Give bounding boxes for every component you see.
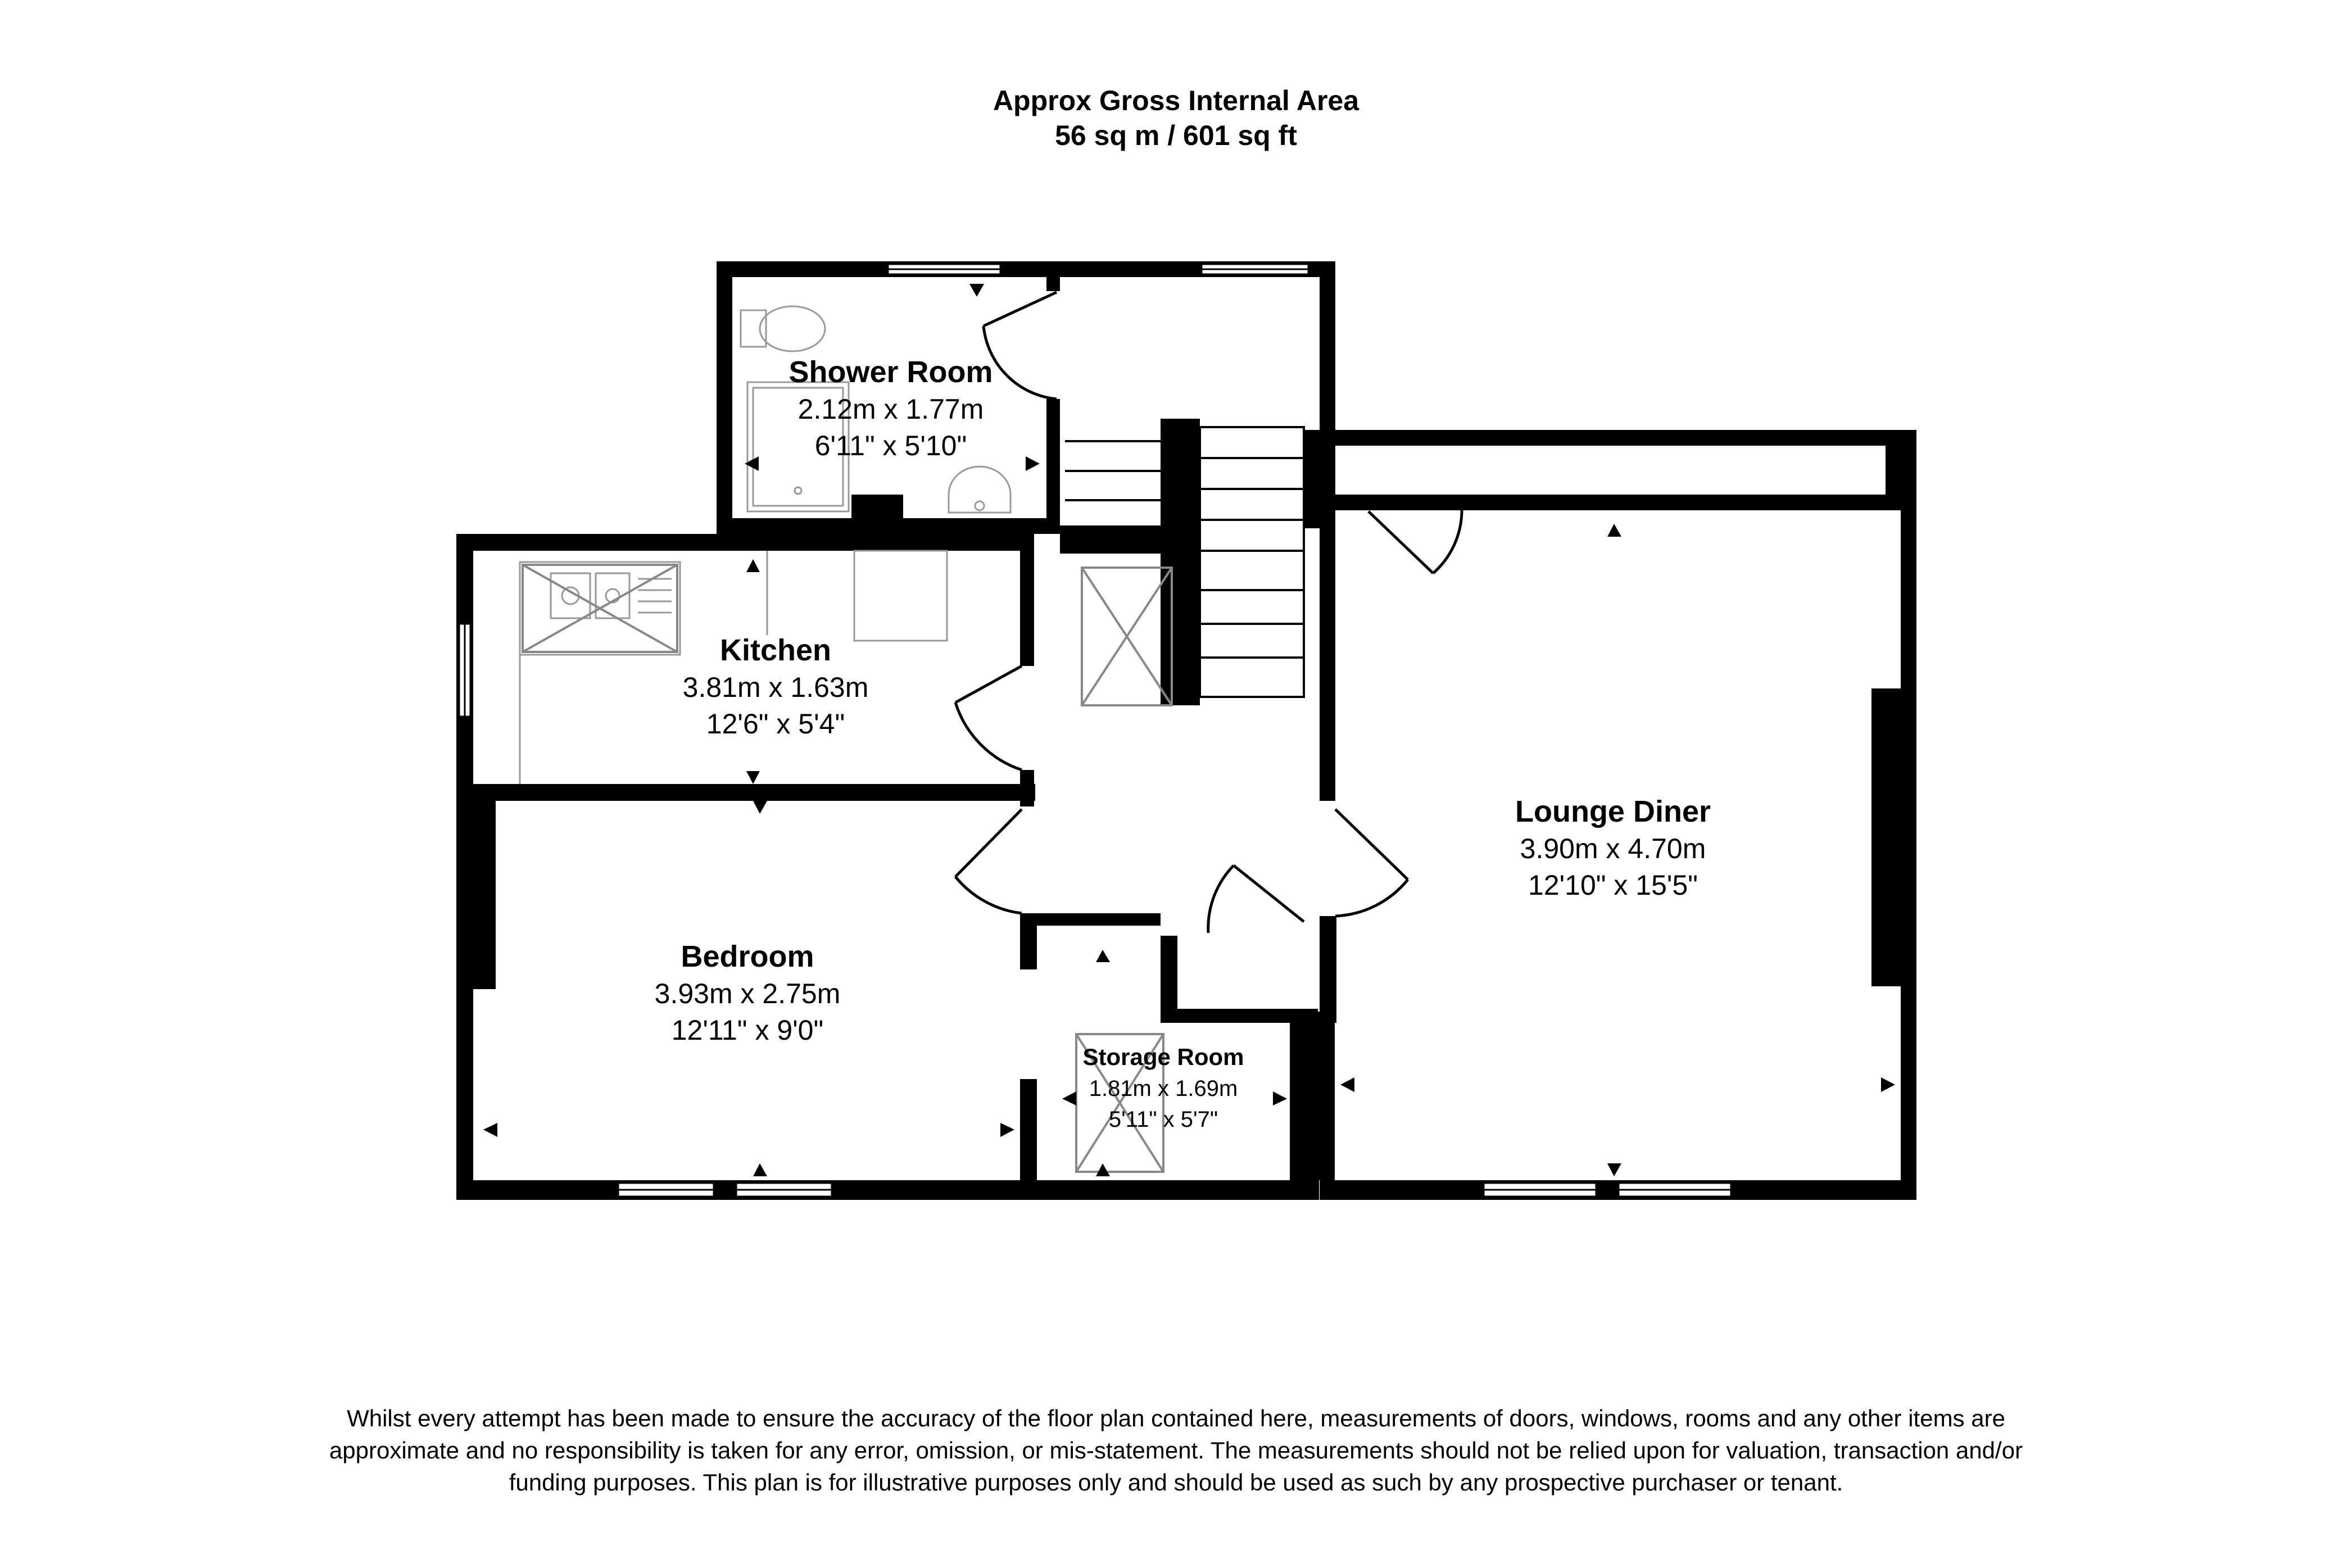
- room-imperial-shower-room: 6'11" x 5'10": [815, 430, 967, 461]
- cupboards: [522, 564, 1173, 1173]
- door-shower: [982, 291, 1058, 401]
- room-imperial-storage-room: 5'11" x 5'7": [1109, 1107, 1218, 1132]
- room-label-shower-room: Shower Room 2.12m x 1.77m 6'11" x 5'10": [788, 355, 993, 461]
- disclaimer-text: Whilst every attempt has been made to en…: [329, 1405, 2023, 1496]
- sink-fixture: [550, 572, 672, 619]
- cupboard-hall: [1081, 567, 1173, 706]
- stairs: [1065, 426, 1305, 698]
- dimension-arrows: [483, 284, 1895, 1176]
- window-shower-top: [887, 263, 1001, 275]
- room-imperial-bedroom: 12'11" x 9'0": [672, 1014, 824, 1046]
- room-imperial-kitchen: 12'6" x 5'4": [706, 708, 845, 740]
- room-metric-bedroom: 3.93m x 2.75m: [655, 978, 841, 1009]
- room-name-storage-room: Storage Room: [1082, 1044, 1244, 1070]
- basin-fixture: [948, 465, 1012, 514]
- room-metric-shower-room: 2.12m x 1.77m: [798, 393, 984, 425]
- doors: [954, 291, 1463, 933]
- cupboard-kitchen: [522, 564, 678, 653]
- room-metric-storage-room: 1.81m x 1.69m: [1089, 1076, 1238, 1101]
- window-bedroom-bottom: [617, 1182, 833, 1198]
- room-name-shower-room: Shower Room: [788, 355, 993, 389]
- door-bedroom: [954, 808, 1023, 915]
- door-storage: [1207, 864, 1305, 933]
- area-header: Approx Gross Internal Area 56 sq m / 601…: [0, 83, 2352, 153]
- window-hall-top: [1200, 263, 1309, 275]
- room-label-bedroom: Bedroom 3.93m x 2.75m 12'11" x 9'0": [655, 940, 841, 1046]
- window-lounge-bottom: [1483, 1182, 1732, 1198]
- door-lounge-top: [1367, 500, 1463, 574]
- room-imperial-lounge-diner: 12'10" x 15'5": [1528, 869, 1698, 901]
- toilet-fixture: [740, 305, 826, 352]
- room-name-lounge-diner: Lounge Diner: [1515, 795, 1711, 828]
- room-label-kitchen: Kitchen 3.81m x 1.63m 12'6" x 5'4": [683, 633, 869, 740]
- room-name-bedroom: Bedroom: [681, 940, 814, 973]
- window-kitchen-left: [458, 623, 472, 718]
- door-kitchen: [954, 664, 1023, 772]
- kitchen-units-fixture: [519, 550, 948, 784]
- room-label-lounge-diner: Lounge Diner 3.90m x 4.70m 12'10" x 15'5…: [1515, 795, 1711, 901]
- door-lounge-hall: [1334, 808, 1409, 918]
- room-label-storage-room: Storage Room 1.81m x 1.69m 5'11" x 5'7": [1082, 1044, 1244, 1132]
- exterior-walls: [456, 261, 1916, 1200]
- fixtures: [519, 305, 1012, 784]
- area-title: Approx Gross Internal Area: [993, 85, 1359, 116]
- room-metric-kitchen: 3.81m x 1.63m: [683, 672, 869, 703]
- room-metric-lounge-diner: 3.90m x 4.70m: [1520, 833, 1706, 864]
- shower-tray-fixture: [746, 381, 850, 513]
- windows: [458, 263, 1732, 1198]
- interior-walls: [473, 277, 1336, 1180]
- room-name-kitchen: Kitchen: [720, 633, 831, 667]
- area-total: 56 sq m / 601 sq ft: [1055, 120, 1297, 151]
